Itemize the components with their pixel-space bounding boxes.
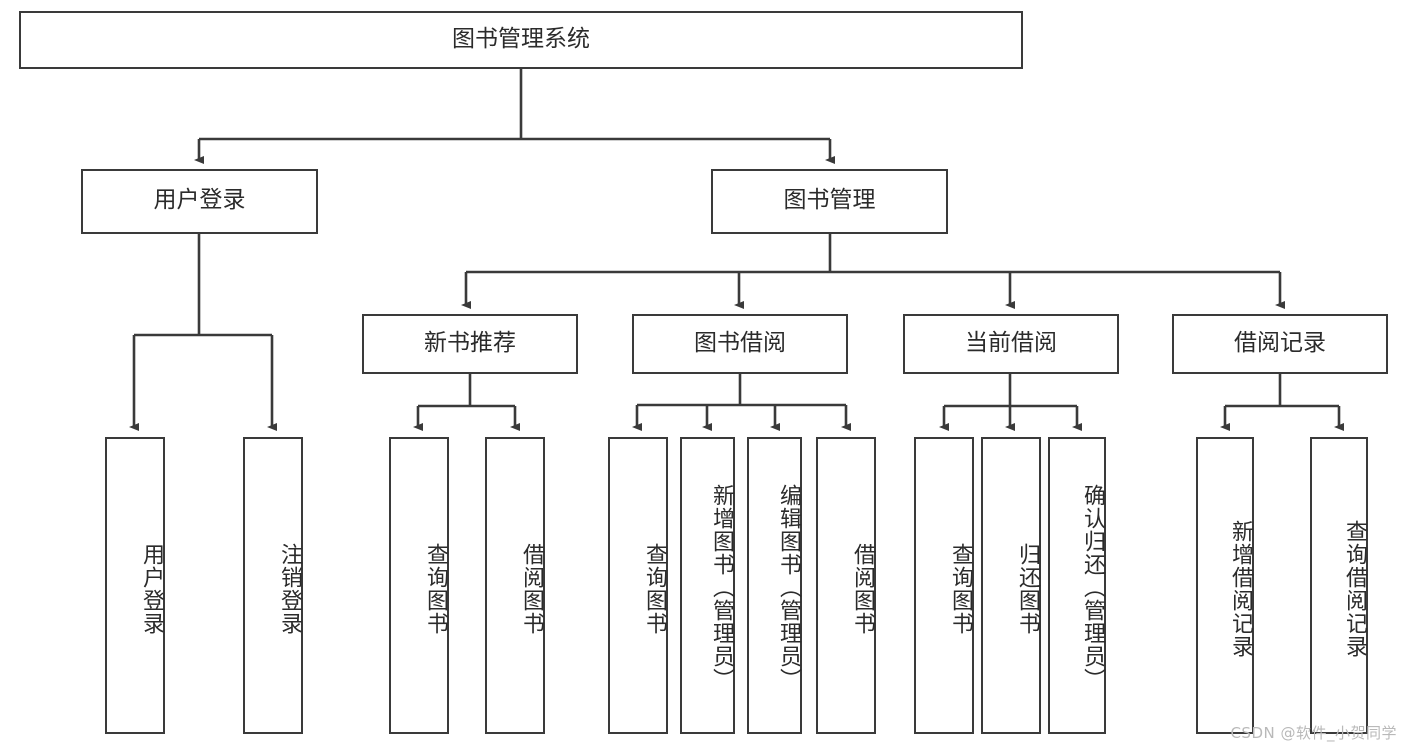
node-leaf-borrow-book-2[interactable]: 借阅图书 — [816, 437, 876, 734]
node-leaf-query-record-label: 查询借阅记录 — [1342, 519, 1367, 658]
node-leaf-query-book-3-label: 查询图书 — [948, 542, 973, 635]
node-leaf-borrow-book-2-label: 借阅图书 — [850, 542, 875, 635]
node-current-borrow[interactable]: 当前借阅 — [903, 314, 1119, 374]
node-leaf-add-book-label: 新增图书（管理员） — [709, 484, 734, 691]
node-leaf-query-book-2[interactable]: 查询图书 — [608, 437, 668, 734]
node-book-borrow-label: 图书借阅 — [694, 329, 786, 356]
node-leaf-add-book[interactable]: 新增图书（管理员） — [680, 437, 735, 734]
node-leaf-return-book-label: 归还图书 — [1015, 542, 1040, 635]
node-leaf-query-book-2-label: 查询图书 — [642, 542, 667, 635]
node-borrow-record[interactable]: 借阅记录 — [1172, 314, 1388, 374]
node-leaf-edit-book-label: 编辑图书（管理员） — [776, 484, 801, 691]
node-borrow-record-label: 借阅记录 — [1234, 329, 1326, 356]
node-book-borrow[interactable]: 图书借阅 — [632, 314, 848, 374]
node-user-login[interactable]: 用户登录 — [81, 169, 318, 234]
node-leaf-user-login-label: 用户登录 — [139, 542, 164, 635]
node-root[interactable]: 图书管理系统 — [19, 11, 1023, 69]
node-leaf-query-book-1[interactable]: 查询图书 — [389, 437, 449, 734]
node-leaf-confirm-return[interactable]: 确认归还（管理员） — [1048, 437, 1106, 734]
node-user-login-label: 用户登录 — [153, 187, 246, 214]
node-new-book-recommend[interactable]: 新书推荐 — [362, 314, 578, 374]
node-new-book-recommend-label: 新书推荐 — [424, 329, 516, 356]
node-leaf-edit-book[interactable]: 编辑图书（管理员） — [747, 437, 802, 734]
node-leaf-query-record[interactable]: 查询借阅记录 — [1310, 437, 1368, 734]
node-leaf-user-login[interactable]: 用户登录 — [105, 437, 165, 734]
node-leaf-add-record-label: 新增借阅记录 — [1228, 519, 1253, 658]
node-leaf-return-book[interactable]: 归还图书 — [981, 437, 1041, 734]
node-leaf-query-book-1-label: 查询图书 — [423, 542, 448, 635]
node-leaf-logout[interactable]: 注销登录 — [243, 437, 303, 734]
node-book-manage[interactable]: 图书管理 — [711, 169, 948, 234]
node-leaf-logout-label: 注销登录 — [277, 542, 302, 635]
node-book-manage-label: 图书管理 — [783, 187, 876, 214]
node-root-label: 图书管理系统 — [452, 25, 590, 52]
node-leaf-confirm-return-label: 确认归还（管理员） — [1080, 484, 1105, 691]
watermark: CSDN @软件_小贺同学 — [1230, 724, 1397, 742]
node-current-borrow-label: 当前借阅 — [965, 329, 1057, 356]
node-leaf-borrow-book-1-label: 借阅图书 — [519, 542, 544, 635]
node-leaf-add-record[interactable]: 新增借阅记录 — [1196, 437, 1254, 734]
node-leaf-borrow-book-1[interactable]: 借阅图书 — [485, 437, 545, 734]
node-leaf-query-book-3[interactable]: 查询图书 — [914, 437, 974, 734]
